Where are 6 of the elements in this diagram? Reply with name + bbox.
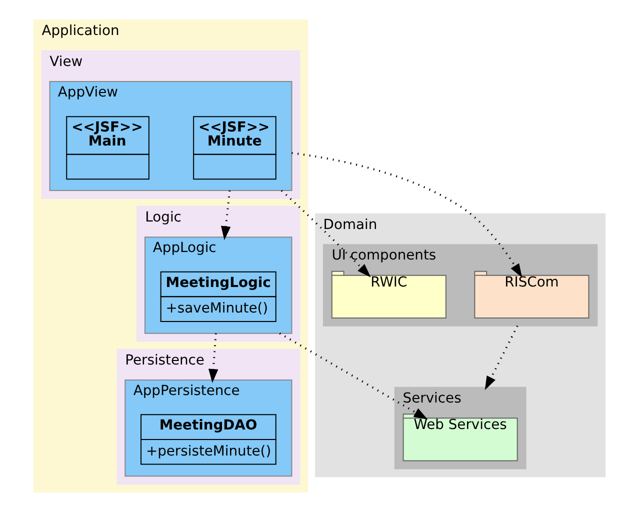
arrow bbox=[484, 325, 518, 390]
arrow bbox=[220, 190, 230, 240]
arrow bbox=[208, 333, 218, 383]
arrow bbox=[278, 332, 428, 420]
arrow bbox=[280, 190, 370, 278]
arrow bbox=[291, 152, 522, 278]
